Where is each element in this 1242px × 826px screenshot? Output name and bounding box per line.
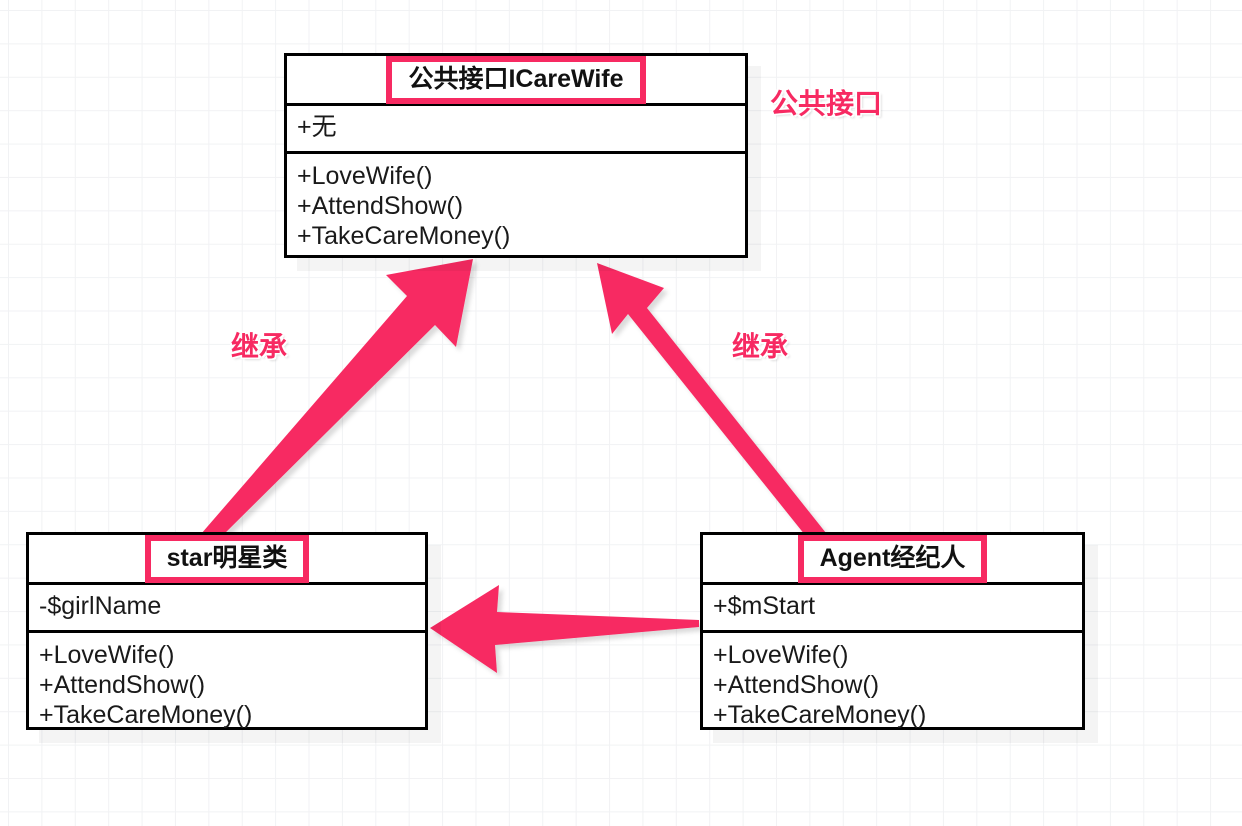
class-attribute: +无 bbox=[297, 113, 337, 141]
class-title-bar-agent: Agent经纪人 bbox=[703, 534, 1082, 585]
class-operations-star: +LoveWife() +AttendShow() +TakeCareMoney… bbox=[29, 633, 425, 740]
annotation-public-interface: 公共接口 bbox=[770, 88, 883, 119]
class-attribute: +$mStart bbox=[713, 592, 816, 620]
annotation-inherit-left: 继承 bbox=[231, 331, 288, 362]
class-operations-agent: +LoveWife() +AttendShow() +TakeCareMoney… bbox=[703, 633, 1082, 740]
class-operations-icarewife: +LoveWife() +AttendShow() +TakeCareMoney… bbox=[287, 154, 745, 261]
arrow-agent-to-star bbox=[430, 585, 699, 673]
class-title-star: star明星类 bbox=[144, 534, 310, 583]
class-title-bar-icarewife: 公共接口ICareWife bbox=[287, 55, 745, 106]
class-attribute: -$girlName bbox=[39, 592, 162, 620]
class-attributes-icarewife: +无 bbox=[287, 106, 745, 154]
class-operation: +AttendShow() bbox=[39, 671, 206, 699]
class-operation: +TakeCareMoney() bbox=[39, 701, 253, 729]
class-title-icarewife: 公共接口ICareWife bbox=[386, 55, 646, 104]
class-title-bar-star: star明星类 bbox=[29, 534, 425, 585]
class-operation: +TakeCareMoney() bbox=[297, 222, 511, 250]
class-box-star[interactable]: star明星类 -$girlName +LoveWife() +AttendSh… bbox=[26, 532, 428, 730]
class-operation: +AttendShow() bbox=[713, 671, 880, 699]
arrow-agent-to-icarewife bbox=[597, 263, 826, 545]
class-operation: +LoveWife() bbox=[39, 641, 175, 669]
class-box-agent[interactable]: Agent经纪人 +$mStart +LoveWife() +AttendSho… bbox=[700, 532, 1085, 730]
annotation-inherit-right: 继承 bbox=[732, 331, 789, 362]
class-attributes-agent: +$mStart bbox=[703, 585, 1082, 633]
class-operation: +TakeCareMoney() bbox=[713, 701, 927, 729]
class-attributes-star: -$girlName bbox=[29, 585, 425, 633]
class-operation: +LoveWife() bbox=[713, 641, 849, 669]
arrow-star-to-icarewife bbox=[201, 259, 473, 546]
class-title-agent: Agent经纪人 bbox=[797, 534, 988, 583]
class-operation: +LoveWife() bbox=[297, 162, 433, 190]
class-operation: +AttendShow() bbox=[297, 192, 464, 220]
class-box-icarewife[interactable]: 公共接口ICareWife +无 +LoveWife() +AttendShow… bbox=[284, 53, 748, 258]
